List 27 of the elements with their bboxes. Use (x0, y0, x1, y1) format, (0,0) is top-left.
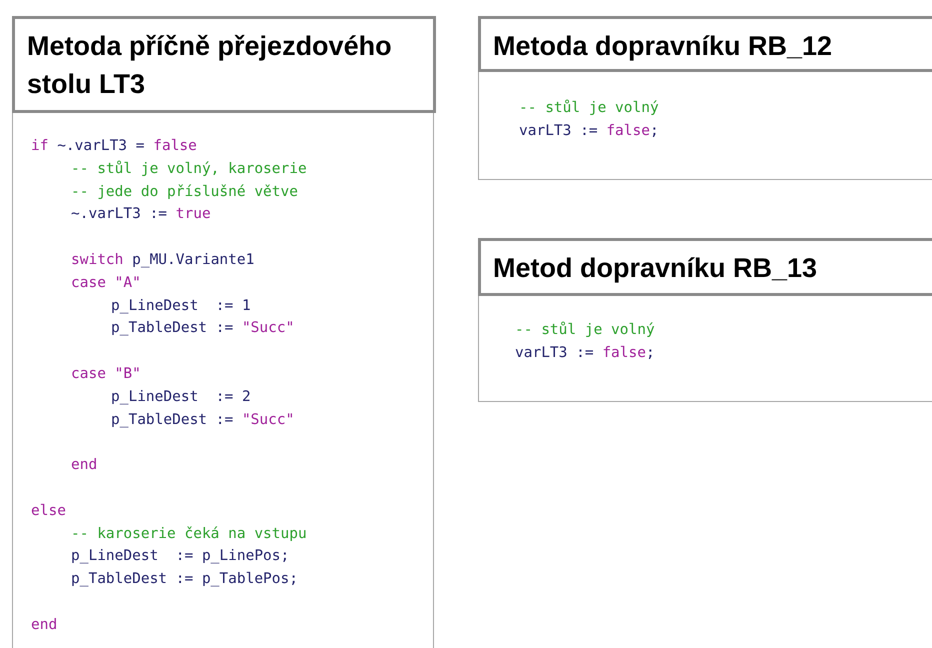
code-line: case "A" (71, 274, 141, 293)
code-line: end (71, 456, 98, 476)
code-line: else (31, 502, 66, 521)
code-line: case "B" (71, 364, 141, 384)
code-line: varLT3 := false; (519, 122, 659, 141)
heading-box: Metod dopravníku RB_13 (478, 238, 932, 296)
code-line: -- stůl je volný, karoserie (71, 160, 307, 179)
code-line: -- karoserie čeká na vstupu (71, 524, 307, 544)
code-line: -- stůl je volný (519, 98, 659, 118)
code-panel (12, 112, 434, 648)
code-panel (478, 294, 932, 402)
code-panel (478, 70, 932, 180)
heading-box: Metoda dopravníku RB_12 (478, 16, 932, 72)
code-line: if ~.varLT3 = false (31, 137, 197, 156)
code-line: -- stůl je volný (515, 320, 655, 340)
code-line: p_LineDest := p_LinePos; (71, 547, 290, 566)
code-line: -- jede do příslušné větve (71, 182, 298, 202)
code-line: switch p_MU.Variante1 (71, 250, 254, 270)
code-line: p_TableDest := "Succ" (111, 410, 294, 430)
heading-box: Metoda příčně přejezdového stolu LT3 (12, 16, 436, 113)
code-line: end (31, 616, 58, 635)
code-line: ~.varLT3 := true (71, 205, 211, 224)
code-line: p_TableDest := p_TablePos; (71, 570, 298, 590)
code-line: p_LineDest := 1 (111, 296, 251, 316)
code-line: p_TableDest := "Succ" (111, 319, 294, 338)
code-line: varLT3 := false; (515, 344, 655, 363)
code-line: p_LineDest := 2 (111, 388, 251, 407)
